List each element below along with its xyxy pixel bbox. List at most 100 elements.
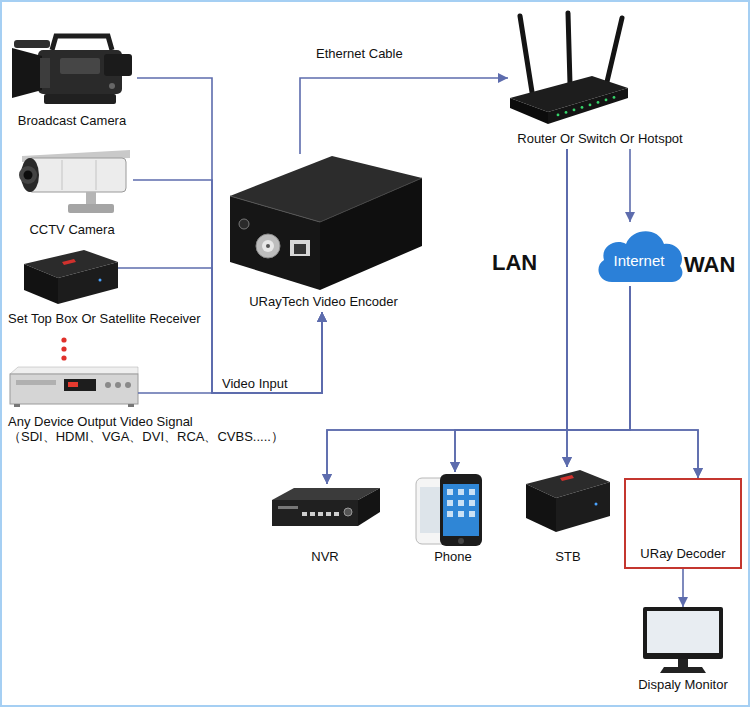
icon-slot xyxy=(270,484,380,530)
icon-slot xyxy=(8,32,136,108)
router-icon xyxy=(557,114,560,117)
device-wire xyxy=(118,268,286,393)
nvr-icon xyxy=(278,506,298,509)
cctv-camera-icon xyxy=(62,160,63,190)
phone-icon xyxy=(447,511,453,517)
router-icon xyxy=(606,18,622,86)
phone-icon xyxy=(458,489,464,495)
video-source-device-icon xyxy=(10,374,138,404)
signal-connector xyxy=(286,312,322,393)
router-icon xyxy=(565,111,568,114)
phone-icon xyxy=(469,500,475,506)
video-encoder-icon xyxy=(239,219,249,229)
router-icon xyxy=(568,13,570,84)
video-encoder-icon xyxy=(262,240,274,252)
video-source-device-icon xyxy=(16,380,56,385)
broadcast-camera-icon xyxy=(44,94,116,104)
device-caption: Any Device Output Video Signal xyxy=(8,414,286,429)
video-source-device-icon xyxy=(10,367,138,407)
device-caption: CCTV Camera xyxy=(11,222,133,237)
cctv-camera-icon xyxy=(28,158,126,192)
router-icon xyxy=(510,13,628,124)
icon-slot xyxy=(12,150,132,216)
source-device-node: Set Top Box Or Satellite Receiver xyxy=(8,248,203,329)
video-source-device-icon xyxy=(128,404,134,407)
label-anchor: WAN xyxy=(684,252,735,277)
video-source-device-icon xyxy=(115,382,121,388)
cctv-camera-icon xyxy=(19,150,130,213)
signal-label: Video Input xyxy=(222,376,288,392)
nvr-icon xyxy=(326,512,331,516)
edge-label-anchor: Ethernet Cable xyxy=(314,44,405,62)
broadcast-camera-icon xyxy=(12,36,132,104)
nvr-icon xyxy=(358,488,380,526)
video-encoder-icon xyxy=(266,244,270,248)
broadcast-camera-icon xyxy=(12,48,42,98)
set-top-box-icon xyxy=(560,475,574,481)
broadcast-camera-icon xyxy=(60,58,100,74)
device-caption: Set Top Box Or Satellite Receiver xyxy=(8,311,203,326)
network-type-label: WAN xyxy=(684,252,735,277)
video-encoder-icon xyxy=(290,240,310,256)
set-top-box-icon xyxy=(58,262,118,304)
nvr-icon xyxy=(334,512,339,516)
cctv-camera-icon xyxy=(86,192,96,206)
nvr-icon xyxy=(318,512,323,516)
signal-connector xyxy=(567,286,630,467)
endpoint-node: Phone xyxy=(413,472,493,567)
endpoint-node: NVR xyxy=(269,484,381,567)
monitor-icon xyxy=(643,607,723,659)
signal-connector xyxy=(300,78,508,154)
endpoint-node: STB xyxy=(523,467,613,567)
device-caption: （SDI、HDMI、VGA、DVI、RCA、CVBS.....） xyxy=(8,429,286,444)
signal-connector xyxy=(455,286,630,472)
icon-slot xyxy=(634,490,730,542)
video-source-device-icon xyxy=(64,379,96,391)
nvr-icon xyxy=(272,488,380,526)
more-devices-dots xyxy=(61,337,66,342)
signal-connector xyxy=(137,78,322,393)
phone-icon xyxy=(443,484,479,536)
internet-cloud: Internet xyxy=(592,222,686,286)
router-node: Router Or Switch Or Hotspot xyxy=(508,10,692,149)
signal-connector xyxy=(630,286,698,478)
device-wire xyxy=(118,267,203,269)
set-top-box-icon xyxy=(24,250,118,304)
signal-connector xyxy=(455,149,567,472)
phone-icon xyxy=(469,489,475,495)
broadcast-camera-icon xyxy=(52,36,112,50)
device-caption: URayTech Video Encoder xyxy=(224,294,423,309)
set-top-box-icon xyxy=(99,279,102,282)
video-source-device-icon xyxy=(125,382,131,388)
broadcast-camera-icon xyxy=(104,54,132,76)
phone-icon xyxy=(447,489,453,495)
phone-icon xyxy=(458,538,464,544)
cctv-camera-icon xyxy=(24,171,33,180)
phone-icon xyxy=(447,500,453,506)
set-top-box-icon xyxy=(526,470,610,532)
router-icon xyxy=(613,96,616,99)
nvr-icon xyxy=(302,512,307,516)
video-encoder-icon xyxy=(230,196,320,290)
cloud-outline xyxy=(598,231,682,282)
video-encoder-icon xyxy=(320,178,422,290)
icon-slot xyxy=(524,467,612,535)
camera-node: Broadcast Camera xyxy=(7,32,137,131)
camera-node: CCTV Camera xyxy=(11,150,133,240)
video-encoder-icon xyxy=(230,156,422,290)
video-source-device-icon xyxy=(14,404,20,407)
video-encoder-icon xyxy=(256,234,280,258)
nvr-icon xyxy=(344,508,352,516)
monitor-icon xyxy=(678,659,688,667)
device-caption: URay Decoder xyxy=(634,546,732,561)
cable-label: Ethernet Cable xyxy=(314,46,405,61)
signal-connector xyxy=(327,286,630,484)
monitor-icon xyxy=(643,607,723,673)
icon-slot xyxy=(414,472,492,546)
broadcast-camera-icon xyxy=(40,58,50,88)
broadcast-camera-icon xyxy=(14,40,50,48)
video-encoder-icon xyxy=(294,244,306,254)
